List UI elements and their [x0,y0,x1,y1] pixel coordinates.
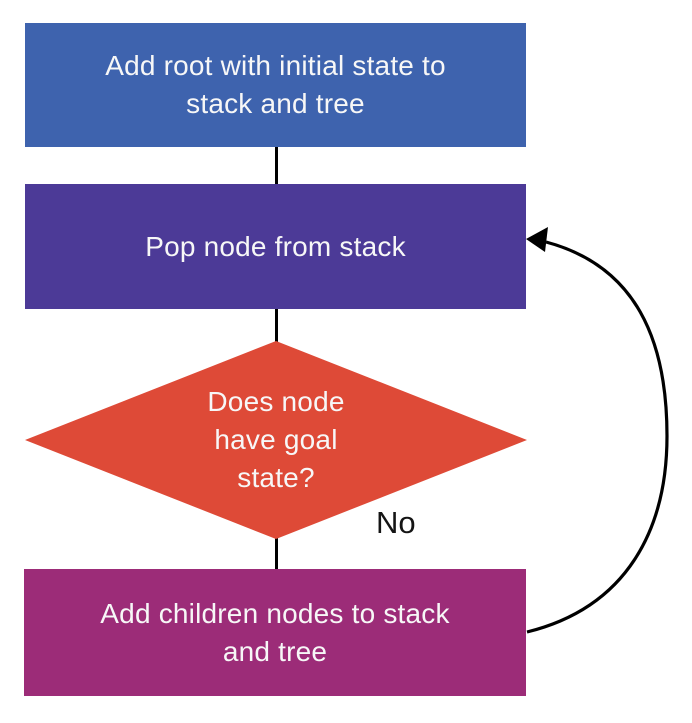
node-add-children-label: Add children nodes to stack [100,597,450,629]
edge-label-no: No [376,505,416,540]
node-pop-node-label: Pop node from stack [145,230,406,262]
node-add-root-label: stack and tree [186,88,365,119]
node-pop-node: Pop node from stack [25,184,526,309]
loop-arrowhead-icon [526,227,548,252]
node-goal-check-label: state? [237,462,315,493]
loop-arrow-curve [526,240,669,634]
node-add-root: Add root with initial state to stack and… [25,23,526,147]
node-goal-check-label: Does node [207,386,345,417]
node-add-children-label: and tree [222,635,328,667]
node-add-children: Add children nodes to stack and tree [24,569,526,696]
node-goal-check-label: have goal [214,424,338,455]
node-goal-check-decision: Does node have goal state? [25,341,527,539]
node-add-root-label: Add root with initial state to [105,50,446,81]
